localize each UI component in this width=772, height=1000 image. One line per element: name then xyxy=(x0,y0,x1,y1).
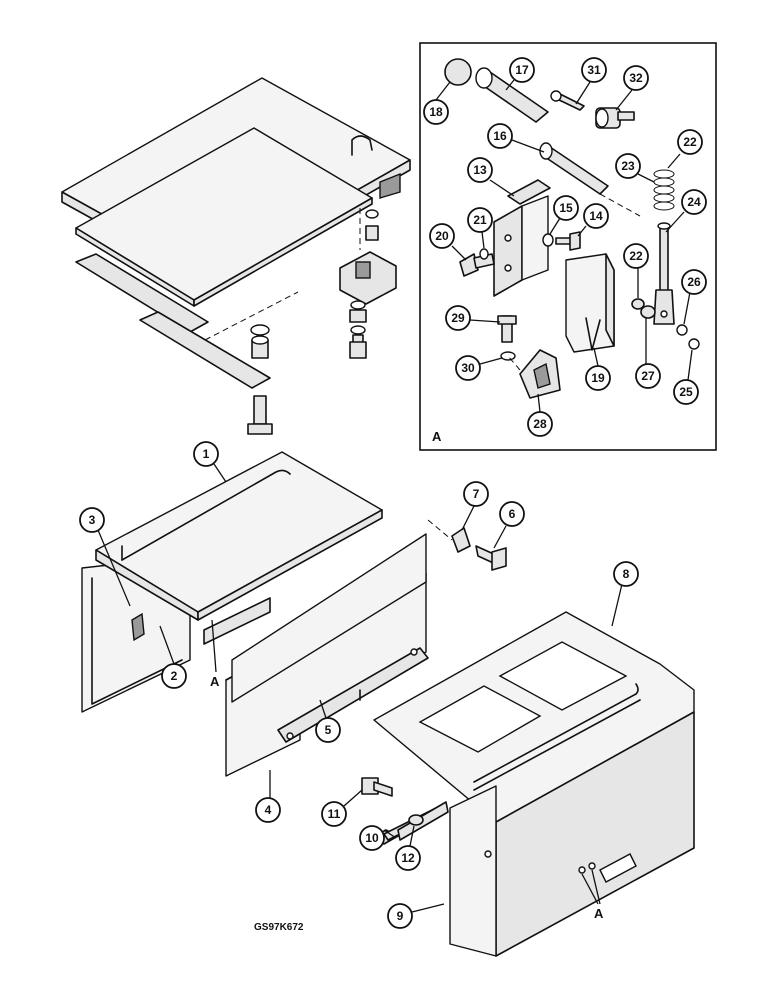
callout-11: 11 xyxy=(321,789,363,827)
callout-30: 30 xyxy=(455,355,503,381)
svg-text:4: 4 xyxy=(265,803,272,817)
callout-4: 4 xyxy=(255,770,281,823)
callout-16: 16 xyxy=(487,123,545,153)
callout-28: 28 xyxy=(527,393,553,437)
callout-2: 2 xyxy=(159,625,187,689)
callout-14: 14 xyxy=(577,203,609,237)
svg-text:17: 17 xyxy=(515,63,529,77)
callout-12: 12 xyxy=(395,825,421,871)
callout-5: 5 xyxy=(315,699,341,743)
svg-text:9: 9 xyxy=(397,909,404,923)
svg-text:24: 24 xyxy=(687,195,701,209)
svg-text:30: 30 xyxy=(461,361,475,375)
svg-text:23: 23 xyxy=(621,159,635,173)
lid-plates-assembly xyxy=(61,77,411,435)
callout-10: 10 xyxy=(359,825,397,851)
callout-31: 31 xyxy=(575,57,607,105)
callout-21: 21 xyxy=(467,207,493,249)
callout-3: 3 xyxy=(79,507,131,607)
svg-text:18: 18 xyxy=(429,105,443,119)
spring xyxy=(653,169,675,211)
svg-text:11: 11 xyxy=(328,807,341,821)
box-body-assembly xyxy=(81,451,507,777)
ref-a-cover: A xyxy=(594,906,604,921)
callout-8: 8 xyxy=(611,561,639,627)
callout-29: 29 xyxy=(445,305,501,331)
callouts: 18 17 31 32 16 13 22 23 xyxy=(79,57,707,929)
detail-a-panel: A xyxy=(419,42,717,451)
callout-25: 25 xyxy=(673,349,699,405)
svg-text:31: 31 xyxy=(587,63,601,77)
svg-text:15: 15 xyxy=(559,201,573,215)
svg-text:26: 26 xyxy=(687,275,701,289)
callout-23: 23 xyxy=(615,153,655,183)
svg-text:8: 8 xyxy=(623,567,630,581)
svg-text:1: 1 xyxy=(203,447,210,461)
svg-text:29: 29 xyxy=(451,311,465,325)
callout-13: 13 xyxy=(467,157,515,197)
svg-text:13: 13 xyxy=(473,163,487,177)
callout-6: 6 xyxy=(493,501,525,549)
callout-27: 27 xyxy=(635,318,661,389)
callout-32: 32 xyxy=(615,65,649,111)
callout-26: 26 xyxy=(681,269,707,325)
svg-text:27: 27 xyxy=(641,369,655,383)
cover-assembly xyxy=(361,611,695,957)
svg-text:16: 16 xyxy=(493,129,507,143)
callout-7: 7 xyxy=(461,481,489,531)
svg-text:2: 2 xyxy=(171,669,178,683)
callout-1: 1 xyxy=(193,441,227,483)
svg-text:7: 7 xyxy=(473,487,480,501)
callout-9: 9 xyxy=(387,903,445,929)
drawing-code: GS97K672 xyxy=(254,922,304,933)
callout-22-mid: 22 xyxy=(623,243,649,298)
callout-22-top: 22 xyxy=(667,129,703,169)
svg-text:3: 3 xyxy=(89,513,96,527)
svg-text:6: 6 xyxy=(509,507,516,521)
svg-text:25: 25 xyxy=(679,385,693,399)
svg-text:22: 22 xyxy=(683,135,697,149)
svg-text:28: 28 xyxy=(533,417,547,431)
callout-24: 24 xyxy=(665,189,707,233)
detail-a-label: A xyxy=(432,429,442,444)
ref-a-handle: A xyxy=(210,674,220,689)
callout-20: 20 xyxy=(429,223,467,261)
svg-text:10: 10 xyxy=(365,831,379,845)
svg-text:12: 12 xyxy=(401,851,415,865)
svg-text:21: 21 xyxy=(473,213,487,227)
svg-text:19: 19 xyxy=(591,371,605,385)
svg-text:5: 5 xyxy=(325,723,332,737)
callout-17: 17 xyxy=(505,57,535,91)
svg-text:32: 32 xyxy=(629,71,643,85)
callout-15: 15 xyxy=(549,195,579,235)
callout-18: 18 xyxy=(423,81,451,125)
svg-text:22: 22 xyxy=(629,249,643,263)
svg-text:14: 14 xyxy=(589,209,603,223)
callout-19: 19 xyxy=(585,347,611,391)
svg-text:20: 20 xyxy=(435,229,449,243)
